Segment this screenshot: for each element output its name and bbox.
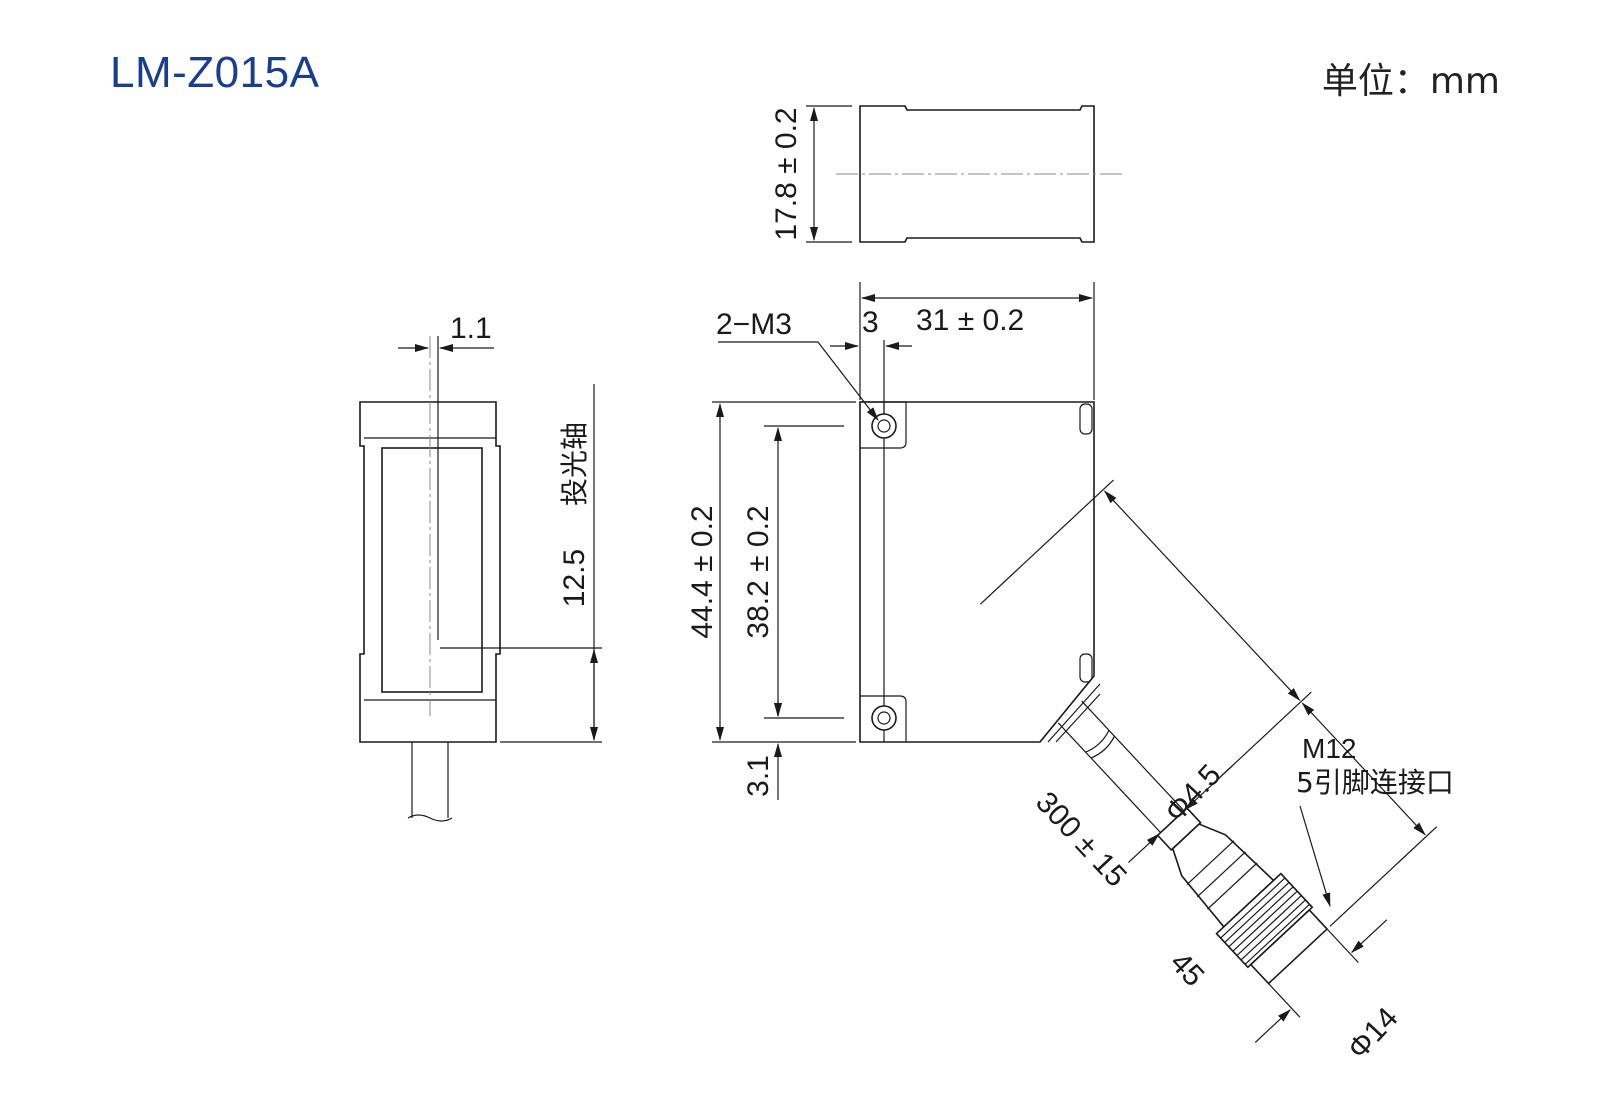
- front-hole-label: 2−M3: [716, 308, 792, 341]
- cable-diameter-arrow-bottom: [1128, 833, 1160, 864]
- connector-diameter-arrow-top: [1350, 919, 1388, 954]
- side-cable-break: [407, 814, 453, 822]
- connector-knurl: [1220, 877, 1310, 965]
- hole-leader-diagonal: [817, 341, 879, 421]
- side-axis-dim: 12.5: [558, 549, 591, 607]
- connector-leader: [1299, 805, 1331, 907]
- connector-length-dim-line: [1301, 702, 1426, 836]
- length-ext-mid: [1215, 691, 1312, 782]
- front-hole-edge-dim: 3: [862, 306, 879, 339]
- cable-length-dim: 300 ± 15: [1029, 786, 1133, 894]
- cable-assembly: [979, 479, 1438, 1043]
- connector-label-pins: 5引脚连接口: [1296, 766, 1454, 799]
- tip-ext-bottom: [1268, 983, 1301, 1018]
- front-view-outline: [859, 401, 1095, 743]
- model-title: LM-Z015A: [110, 48, 320, 97]
- projection-axis-label: 投光轴: [558, 422, 591, 506]
- tip-ext-top: [1326, 928, 1359, 964]
- top-height-dim: 17.8 ± 0.2: [770, 107, 803, 240]
- lower-hole-inner: [877, 711, 891, 725]
- cable-break: [1085, 730, 1115, 759]
- top-view: 17.8 ± 0.2: [770, 105, 1124, 243]
- connector-grip: [1186, 840, 1258, 910]
- side-offset-dim: 1.1: [450, 312, 492, 345]
- length-ext-end: [1329, 826, 1438, 927]
- connector-diameter-arrow-bottom: [1254, 1009, 1291, 1043]
- connector-label-m12: M12: [1302, 733, 1356, 764]
- connector-tip: [1249, 908, 1329, 985]
- upper-mount-ear: [860, 401, 907, 449]
- front-bottom-offset-dim: 3.1: [742, 755, 775, 797]
- front-height-dim: 44.4 ± 0.2: [686, 505, 719, 638]
- side-view: 1.1 投光轴 12.5: [359, 312, 602, 822]
- lower-mount-ear: [860, 695, 907, 742]
- upper-hole-inner: [877, 419, 891, 433]
- lower-hole: [871, 705, 897, 731]
- cable-gland: [1039, 675, 1101, 743]
- right-slot-top: [1079, 403, 1093, 435]
- cable: [1057, 700, 1185, 834]
- length-ext-start: [979, 479, 1114, 605]
- cable-length-dim-line: [1103, 490, 1301, 701]
- side-cable: [411, 742, 449, 818]
- front-pitch-dim: 38.2 ± 0.2: [742, 505, 775, 638]
- connector-length-dim: 45: [1163, 946, 1210, 993]
- unit-label: 单位：mm: [1321, 61, 1500, 102]
- side-window: [381, 447, 483, 693]
- front-width-dim: 31 ± 0.2: [916, 304, 1024, 337]
- right-slot-bottom: [1079, 653, 1093, 683]
- connector-diameter-dim: Φ14: [1341, 1001, 1404, 1065]
- front-view: 31 ± 0.2 3 2−M3 44.4 ± 0.2 38.2 ± 0.2 3.…: [686, 282, 1101, 800]
